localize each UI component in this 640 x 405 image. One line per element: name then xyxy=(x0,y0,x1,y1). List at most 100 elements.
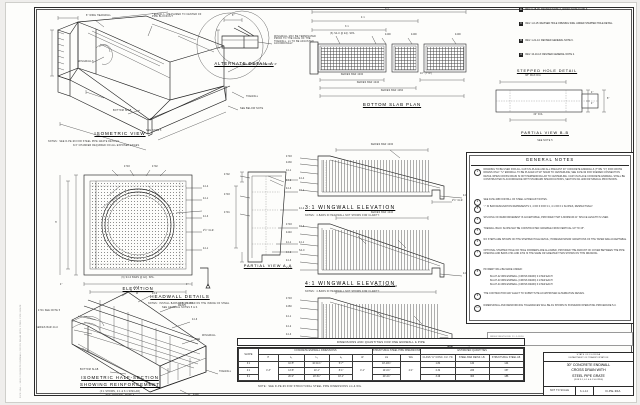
alt-detail-dim: 8" xyxy=(232,15,235,17)
ih-wingwall-label: WINGWALL xyxy=(202,335,217,337)
elev-bar-note: (6) S4-0 BARS @ EQ. SPA. xyxy=(121,277,155,279)
slab-bar-4400-a: 4400 xyxy=(385,34,391,36)
general-notes-heading: GENERAL NOTES xyxy=(525,157,575,162)
slab-typ-label: 10" (TYP.) xyxy=(420,73,433,75)
bottom-slab-plan-title: BOTTOM SLAB PLAN xyxy=(362,102,422,107)
revision-row: B REV. 1-21-14: REVISED GENERAL NOTE 6. xyxy=(519,39,633,44)
general-note-item: 6 NO STEPS ARE SHOWN ON THE STEPPED HOLE… xyxy=(474,239,628,246)
margin-id-text: D-PE-30A — 30IN CONCRETE ENDWALL CROSS D… xyxy=(20,304,22,398)
cell: 1.84 xyxy=(420,360,456,369)
title-block: STATE OF FLORIDA DEPARTMENT OF TRANSPORT… xyxy=(543,352,634,396)
slab-series-41: SERIES BAR 4440 xyxy=(356,82,380,84)
ih-bottom-slab-label: BOTTOM SLAB xyxy=(80,369,99,371)
cell: 20'-5¾" xyxy=(303,373,331,382)
isometric-view-title: ISOMETRIC VIEW xyxy=(94,131,146,136)
elevation-bar-dots xyxy=(91,182,185,268)
elev-dim-4in-b: 4" xyxy=(186,284,189,286)
stepped-hole-dim-4b: 4" xyxy=(591,103,594,105)
general-note-item: 2 SEE D-PE-30B FOR BILL OF STEEL & PRECA… xyxy=(474,199,628,206)
ih-series-bar-label: SERIES BAR 44-0 xyxy=(36,327,59,329)
cell: 8'-1" xyxy=(329,367,353,375)
revision-text: REV. 10-10-13: REVISED GENERAL NOTE 2. xyxy=(525,53,575,56)
iso-half-title-1: ISOMETRIC HALF-SECTION xyxy=(81,375,159,380)
ih-bar-44-5: 44-5 xyxy=(134,287,140,289)
pay-item-2: 611-07-43 30IN ENDWALL (CROSS DRAIN) 4:1… xyxy=(490,280,553,282)
title-block-department: DEPARTMENT OF TRANSPORTATION xyxy=(568,357,609,360)
note-number: 10 xyxy=(474,305,481,312)
pay-item-3: 611-07-44 30IN ENDWALL (CROSS DRAIN) 6:1… xyxy=(490,284,553,286)
pa-bar-s4-0: S4-0 xyxy=(299,250,305,252)
revision-text: REV. 1-6-15: REVISED HOLE OPENING SIZE. … xyxy=(525,22,614,25)
note-text: THE CONTRACTOR MAY ELECT TO SUBSTITUTE A… xyxy=(483,293,585,295)
iso-half-title-2: SHOWING REINFORCEMENT xyxy=(80,382,160,387)
w41-series-label: SERIES BAR 4440 xyxy=(370,212,394,214)
stepped-hole-detail-title: STEPPED HOLE DETAIL xyxy=(516,69,578,73)
cell: 2.32 xyxy=(420,367,456,375)
elev-bar-44-4: 44-4 xyxy=(203,186,209,188)
col-H: H xyxy=(257,354,279,362)
w31-bar-44-1: 44-1 xyxy=(286,170,292,172)
iso-wingwalls-label: WINGWALLS xyxy=(78,61,94,63)
note-text: OPTIONAL STEPPED HOLE OR HOLE FORMERS AR… xyxy=(483,250,625,256)
cell: 4'-1" xyxy=(400,360,422,382)
w41-bar-4440: 4440 xyxy=(286,232,292,234)
revision-row: D REV. 6-15-15: REVISED NOTE 3, ADDED NO… xyxy=(519,8,633,13)
slab-bar-4400-b: 4400 xyxy=(411,34,417,36)
slab-dim-31: 3:1 xyxy=(345,26,349,28)
isometric-note-2: 3/4" CHAMFER REQUIRED ON ALL EXPOSED EDG… xyxy=(73,145,141,147)
pa-bar-4701: 4701 xyxy=(224,212,230,214)
wingwall-31-title: 3:1 WINGWALL ELEVATION xyxy=(305,205,396,211)
title-block-title-line3: STEEL PIPE GRATE xyxy=(572,373,605,378)
table-row: 4:1 13'-8" 14'-1" 8'-1" 14'-0¾" 2.32 226… xyxy=(238,367,525,375)
cell: 14'-0¾" xyxy=(371,367,402,375)
alternate-detail-note: WINGWALL MAY BE TERMINATED PRIOR TO THE … xyxy=(274,36,316,46)
note-text: NO STEPS ARE SHOWN ON THE STEPPED HOLE D… xyxy=(483,239,627,241)
title-block-date: 3-1-14 xyxy=(579,389,589,393)
revision-mark: D xyxy=(519,8,524,13)
note-text: DRAWING TO BE USED FOR ALL CAST-IN-PLACE… xyxy=(483,169,625,181)
quantity-table-footnote: NOTE: SEE D-PE-99 FOR STRUCTURAL STEEL P… xyxy=(258,385,363,388)
alternate-detail-title: ALTERNATE DETAIL A xyxy=(214,61,274,66)
revision-mark: C xyxy=(519,22,524,27)
w41-bar-44-3: 44-3 xyxy=(286,260,292,262)
title-block-subtitle: (FOR 3:1, 4:1 & 6:1 SLOPES) xyxy=(573,379,604,381)
isometric-note-1: NOTES: SEE D-PE-99 FOR STEEL PIPE GRATE … xyxy=(48,141,120,143)
cell: 20'-2" xyxy=(277,373,305,382)
ih-note-inside: 44-5 (PLACED ON THE INSIDE OF STEEL MESH… xyxy=(178,303,230,308)
partial-view-bb-note: SEE NOTE 5 xyxy=(537,140,553,142)
slab-dim-41: 4:1 xyxy=(361,17,365,19)
pa-bar-44-2: 44-2 xyxy=(299,208,305,210)
w31-clr-label: 2½" CLR. xyxy=(452,200,464,202)
cell: 6:1 xyxy=(238,373,259,382)
revision-mark: B xyxy=(519,39,524,44)
pa-bar-44-1: 44-1 xyxy=(299,190,305,192)
w31-bar-4430: 4430 xyxy=(286,162,292,164)
ih-bar-44-6: 44-6 xyxy=(192,319,198,321)
iso-headwall-label: 8" WIDE HEADWALL xyxy=(86,15,112,17)
general-note-item: 4 SPLICING OF REINFORCEMENT IS ACCEPTABL… xyxy=(474,217,628,224)
general-notes-underline xyxy=(471,164,629,166)
pa-bar-4703: 4703 xyxy=(224,194,230,196)
elev-bar-44-1: 44-1 xyxy=(203,198,209,200)
slab-series-31: SERIES BAR 4430 xyxy=(340,74,364,76)
w41-bar-s4-0: S4-0 xyxy=(286,268,292,270)
iso-lg-note: * EQUAL L, MEASURED TO CENTER OF PIPE BL… xyxy=(152,14,202,19)
note-text: "-" IN BAR DESIGNATION REPRESENTS 3, 4 O… xyxy=(483,206,594,208)
note-number: 7 xyxy=(474,250,481,257)
cell: 186 xyxy=(488,373,525,382)
w31-series-label: SERIES BAR 4430 xyxy=(370,144,394,146)
general-note-item: 9 THE CONTRACTOR MAY ELECT TO SUBSTITUTE… xyxy=(474,293,628,300)
wingwall-41-title: 4:1 WINGWALL ELEVATION xyxy=(305,281,396,287)
cell: 4:1 xyxy=(238,367,259,375)
ih-note-4701: 4701 SEE NOTE 5 xyxy=(38,310,61,312)
slab-series-61: SERIES BAR 4460 xyxy=(380,90,404,92)
note-number: 3 xyxy=(474,206,481,213)
elev-dim-W: W xyxy=(136,293,139,295)
wingwall-41-note: NOTES: 4-BARS IN HEADWALL NOT SHOWN FOR … xyxy=(305,291,381,293)
pa-bar-44-4: 44-4 xyxy=(299,178,305,180)
elevation-title: ELEVATION xyxy=(122,286,154,291)
ih-toewall-label: TOEWALL xyxy=(219,371,232,373)
iso-see-note-5: SEE NOTE 5 xyxy=(146,130,162,132)
wingwall-31-note: NOTES: 4-BARS IN HEADWALL NOT SHOWN FOR … xyxy=(305,215,381,217)
